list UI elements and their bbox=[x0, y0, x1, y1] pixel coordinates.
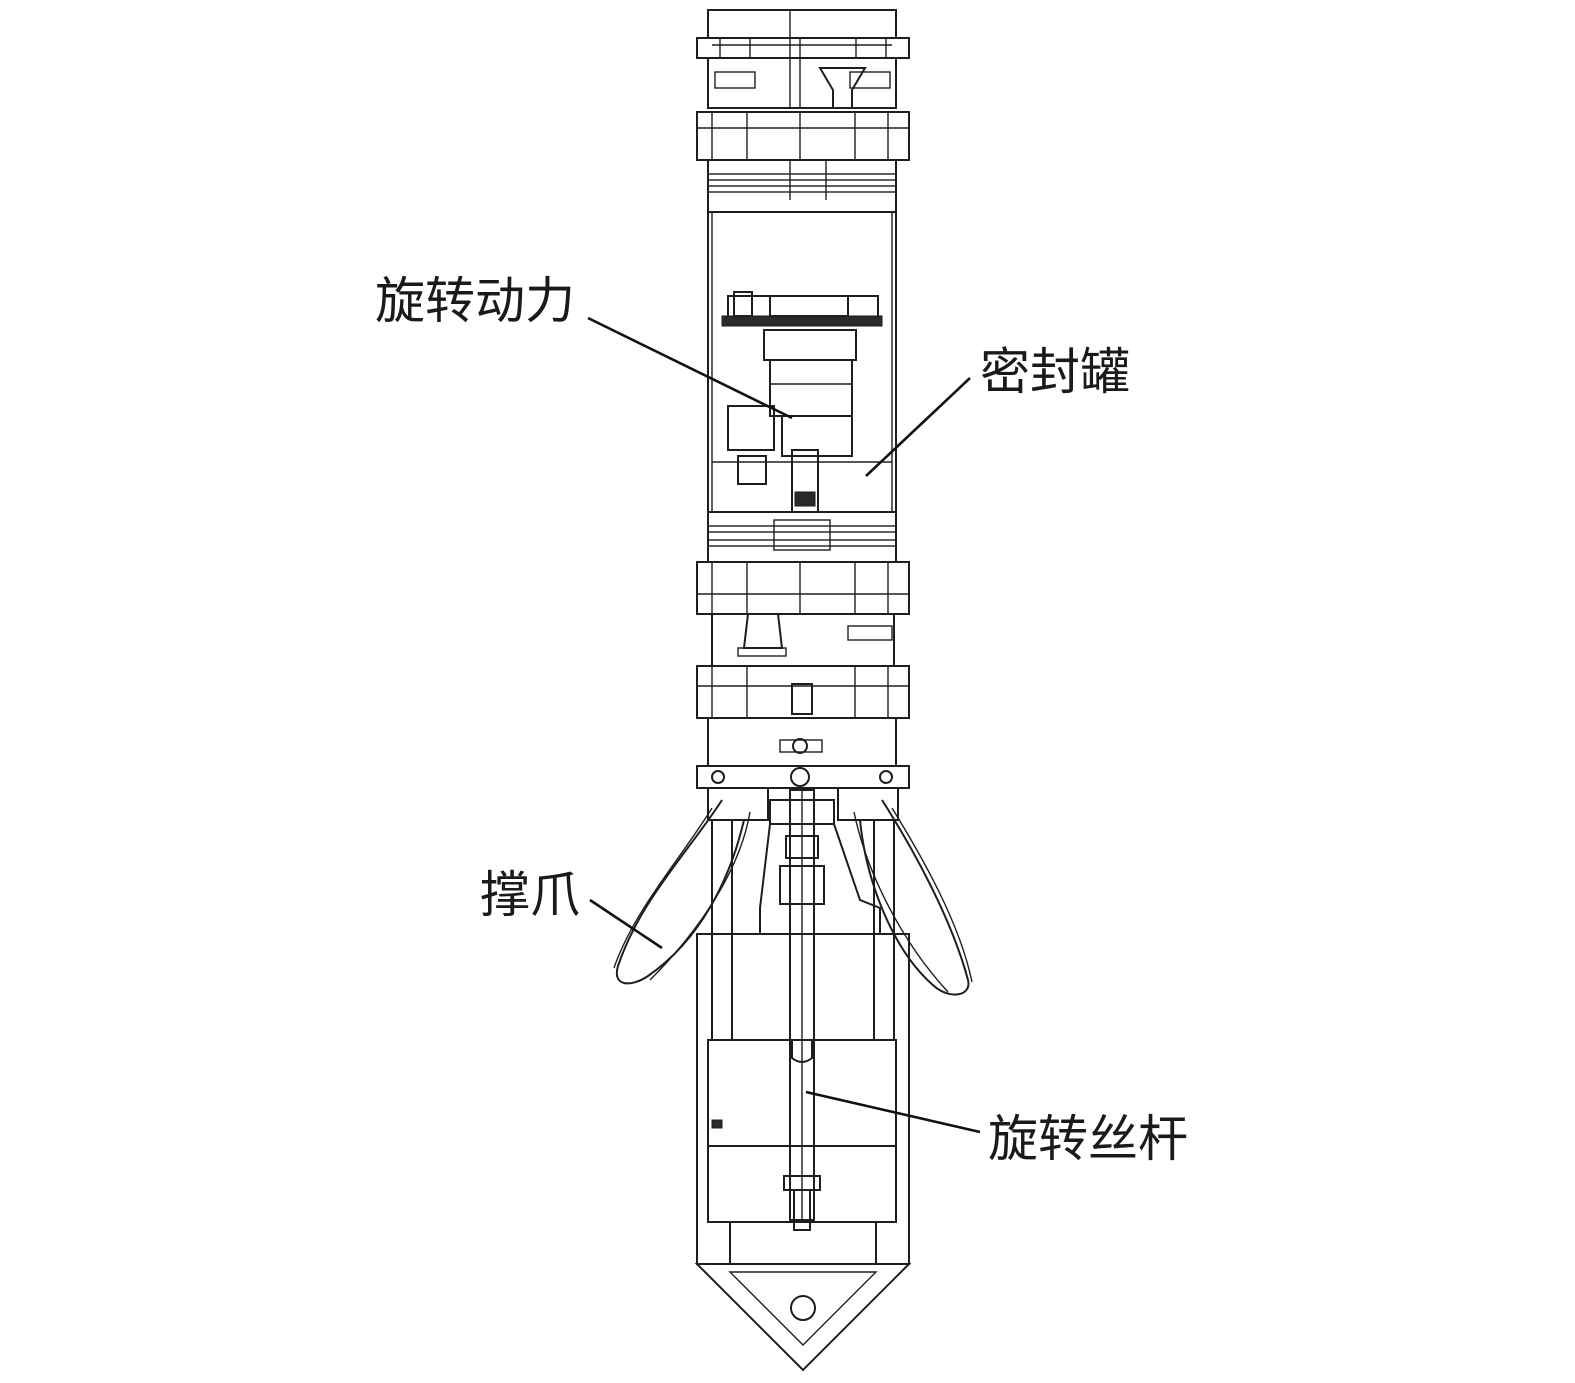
bottom-body bbox=[694, 933, 912, 1372]
left-claw bbox=[613, 799, 751, 985]
leader-support-claw bbox=[589, 898, 663, 950]
label-support-claw: 撑爪 bbox=[480, 866, 580, 924]
middle-connector bbox=[711, 613, 895, 667]
leader-rotary-screw bbox=[805, 1090, 981, 1134]
rotary-screw bbox=[779, 789, 825, 1231]
right-claw bbox=[853, 799, 973, 996]
seal-tank-body bbox=[696, 111, 910, 615]
rotary-power-unit bbox=[712, 291, 892, 513]
claw-housing bbox=[696, 665, 910, 1041]
top-cap bbox=[696, 9, 910, 109]
label-seal-tank: 密封罐 bbox=[980, 343, 1130, 401]
label-rotary-screw: 旋转丝杆 bbox=[988, 1110, 1188, 1168]
label-rotary-power: 旋转动力 bbox=[375, 272, 575, 330]
leader-seal-tank bbox=[865, 377, 971, 477]
leader-rotary-power bbox=[587, 316, 793, 420]
